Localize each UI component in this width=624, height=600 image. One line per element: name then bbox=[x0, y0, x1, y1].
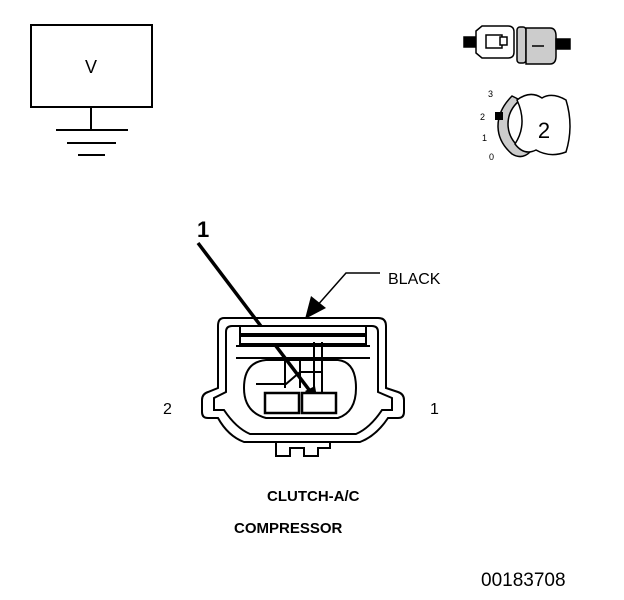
connector-housing bbox=[201, 317, 405, 457]
rotary-switch-icon: 3 2 1 0 2 bbox=[480, 89, 571, 162]
connector-name-line1: CLUTCH-A/C bbox=[267, 488, 360, 505]
color-leader-arrowhead bbox=[305, 296, 326, 319]
connector-name-line2: COMPRESSOR bbox=[234, 520, 343, 537]
ground-icon bbox=[56, 129, 128, 156]
figure-id: 00183708 bbox=[481, 570, 566, 591]
voltmeter-label: V bbox=[85, 57, 97, 77]
switch-position-label: 3 bbox=[488, 89, 493, 99]
probe-plug-icon bbox=[463, 25, 571, 65]
switch-position-label: 0 bbox=[489, 152, 494, 162]
connector-color-label: BLACK bbox=[388, 271, 441, 288]
pin-label-left: 2 bbox=[163, 401, 172, 418]
switch-position-label: 1 bbox=[482, 133, 487, 143]
voltmeter-symbol: V bbox=[30, 24, 153, 156]
switch-position-label: 2 bbox=[480, 112, 485, 122]
switch-selected-label: 2 bbox=[538, 118, 550, 143]
color-leader-line bbox=[315, 272, 380, 308]
callout-number: 1 bbox=[197, 217, 209, 242]
pin-label-right: 1 bbox=[430, 401, 439, 418]
